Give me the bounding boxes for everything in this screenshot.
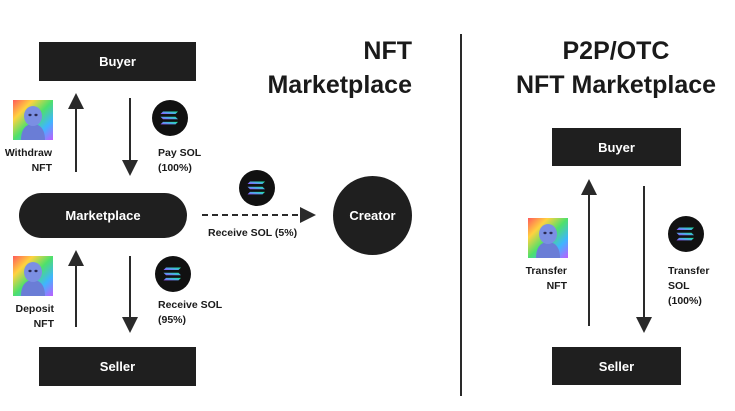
pay-sol-icon: [152, 100, 188, 136]
pay-label-line2: (100%): [158, 162, 192, 174]
royalty-label: Receive SOL (5%): [208, 227, 298, 239]
withdraw-label: Withdraw NFT: [0, 146, 52, 176]
receive-label: Receive SOL (95%): [158, 298, 248, 328]
withdraw-label-line2: NFT: [31, 162, 52, 174]
transfer-sol-icon: [668, 216, 704, 252]
transfer-nft-label: Transfer NFT: [510, 264, 567, 294]
receive-sol-icon: [155, 256, 191, 292]
deposit-label-line1: Deposit: [15, 303, 54, 315]
transfer-sol-label-line2: SOL: [668, 280, 690, 292]
transfer-nft-icon: [528, 218, 568, 258]
right-title-line2: NFT Marketplace: [515, 71, 717, 99]
transfer-sol-label: Transfer SOL (100%): [668, 264, 730, 309]
marketplace-box: Marketplace: [19, 193, 187, 238]
transfer-sol-label-line3: (100%): [668, 295, 702, 307]
withdraw-nft-icon: [13, 100, 53, 140]
right-seller-box: Seller: [552, 347, 681, 385]
left-title-line2: Marketplace: [267, 71, 412, 99]
left-buyer-box: Buyer: [39, 42, 196, 81]
transfer-sol-label-line1: Transfer: [668, 265, 710, 277]
pay-label: Pay SOL (100%): [158, 146, 238, 176]
receive-label-line2: (95%): [158, 314, 187, 326]
transfer-nft-label-line2: NFT: [546, 280, 567, 292]
pay-label-line1: Pay SOL: [158, 147, 202, 159]
left-title-line1: NFT: [363, 37, 412, 65]
right-buyer-box: Buyer: [552, 128, 681, 166]
deposit-nft-icon: [13, 256, 53, 296]
deposit-label: Deposit NFT: [0, 302, 54, 332]
left-seller-box: Seller: [39, 347, 196, 386]
creator-circle: Creator: [333, 176, 412, 255]
right-title-line1: P2P/OTC: [562, 37, 670, 65]
deposit-label-line2: NFT: [33, 318, 54, 330]
transfer-nft-label-line1: Transfer: [525, 265, 567, 277]
withdraw-label-line1: Withdraw: [4, 147, 52, 159]
royalty-sol-icon: [239, 170, 275, 206]
receive-label-line1: Receive SOL: [158, 299, 223, 311]
section-divider: [460, 34, 462, 396]
